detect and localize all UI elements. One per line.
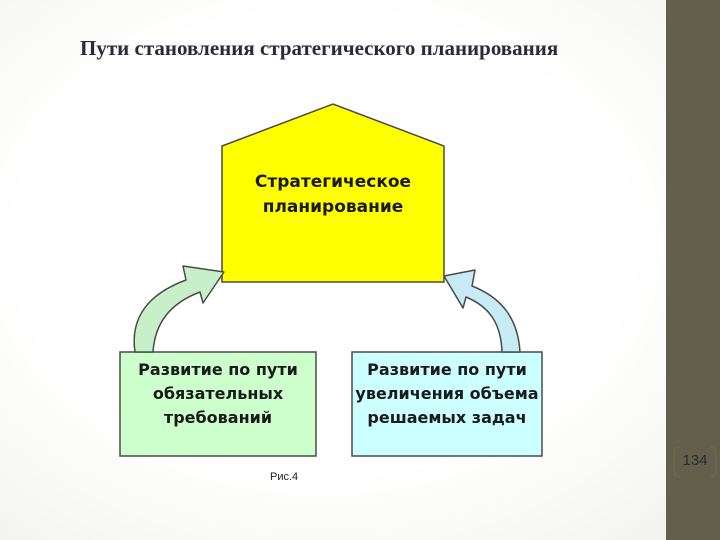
strategic-planning-line1: Стратегическое: [254, 172, 412, 192]
right-box-shape: [351, 351, 543, 457]
right-arrow: [443, 269, 521, 353]
page-number-bracket-right: [709, 446, 717, 478]
left-box-shape: [119, 351, 317, 457]
strategic-planning-shape: [221, 103, 445, 283]
figure-caption: Рис.4: [270, 471, 299, 483]
right-box-line2: увеличения объема: [355, 384, 539, 403]
right-box-line1: Развитие по пути: [367, 360, 527, 379]
left-box-line2: обязательных: [152, 384, 284, 403]
left-arrow: [133, 265, 225, 353]
left-box-line1: Развитие по пути: [138, 360, 298, 379]
slide-title: Пути становления стратегического планиро…: [80, 36, 559, 60]
right-box-line3: решаемых задач: [367, 408, 527, 427]
strategic-planning-label: Стратегическое планирование: [222, 170, 444, 220]
left-box-line3: требований: [163, 408, 273, 427]
task-volume-label: Развитие по пути увеличения объема решае…: [352, 358, 542, 430]
page-number: 134: [682, 452, 708, 469]
diagram: [119, 103, 543, 457]
mandatory-requirements-label: Развитие по пути обязательных требований: [120, 358, 316, 430]
strategic-planning-line2: планирование: [262, 197, 404, 217]
page-number-bracket-left: [673, 446, 681, 478]
